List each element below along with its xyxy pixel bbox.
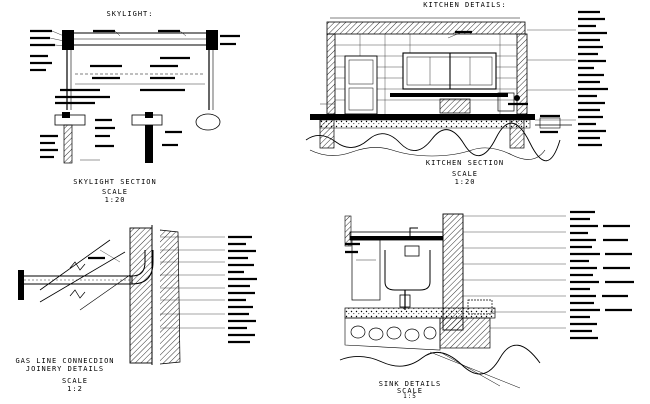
sink-scale-value: 1:5 [403,393,417,400]
kitchen-section-caption: KITCHEN SECTION [425,159,505,167]
kitchen-scale-value: 1:20 [454,178,476,186]
sink-caption: SINK DETAILS [378,380,442,388]
gas-line-caption-2: JOINERY DETAILS [25,365,105,373]
gas-line-detail [18,225,257,365]
kitchen-section-detail [305,10,608,162]
skylight-scale-label: SCALE [101,188,129,196]
skylight-detail [30,29,240,164]
skylight-section-caption: SKYLIGHT SECTION [73,178,157,186]
kitchen-scale-label: SCALE [451,170,479,178]
gas-line-scale-label: SCALE [61,377,89,385]
kitchen-title: KITCHEN DETAILS: [423,1,507,9]
sink-detail [339,210,634,389]
skylight-title: SKYLIGHT: [106,10,154,18]
gas-line-caption-1: GAS LINE CONNECDION [15,357,115,365]
sink-scale-label: SCALE [396,387,424,395]
gas-line-scale-value: 1:2 [67,385,83,393]
skylight-scale-value: 1:20 [104,196,126,204]
